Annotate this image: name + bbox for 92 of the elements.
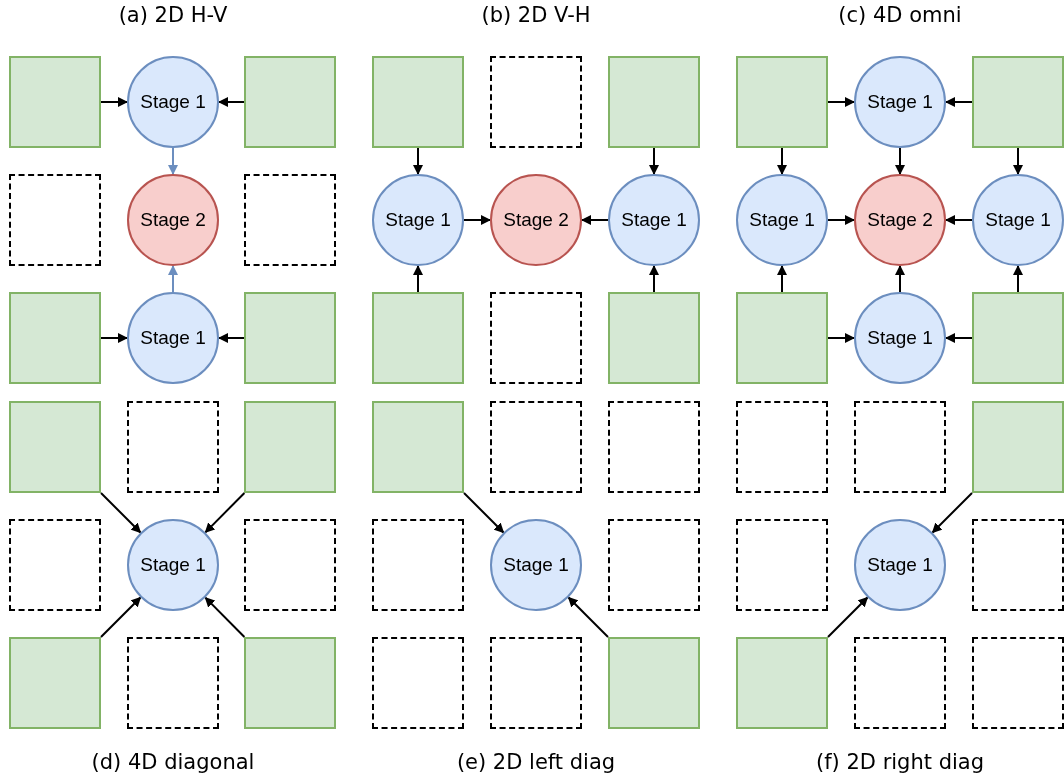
dashed-square xyxy=(127,637,219,729)
arrow xyxy=(945,333,973,343)
arrow xyxy=(168,265,178,293)
filled-square xyxy=(972,56,1064,148)
panel-caption: (a) 2D H-V xyxy=(118,3,228,27)
filled-square xyxy=(9,401,101,493)
stage-circle: Stage 1 xyxy=(854,519,946,611)
dashed-square xyxy=(854,401,946,493)
panel-caption: (e) 2D left diag xyxy=(456,750,616,774)
arrow xyxy=(1013,265,1023,293)
filled-square xyxy=(244,401,336,493)
arrow xyxy=(413,265,423,293)
filled-square xyxy=(736,292,828,384)
dashed-square xyxy=(244,519,336,611)
arrow xyxy=(945,97,973,107)
stage-circle: Stage 1 xyxy=(127,56,219,148)
filled-square xyxy=(9,292,101,384)
dashed-square xyxy=(972,637,1064,729)
stage-circle: Stage 2 xyxy=(854,174,946,266)
filled-square xyxy=(244,637,336,729)
filled-square xyxy=(372,401,464,493)
dashed-square xyxy=(490,401,582,493)
filled-square xyxy=(244,56,336,148)
filled-square xyxy=(9,56,101,148)
stage-circle: Stage 1 xyxy=(736,174,828,266)
dashed-square xyxy=(490,56,582,148)
arrow xyxy=(218,333,245,343)
arrow xyxy=(777,147,787,175)
filled-square xyxy=(736,637,828,729)
stage-circle: Stage 2 xyxy=(127,174,219,266)
arrow xyxy=(827,215,855,225)
filled-square xyxy=(244,292,336,384)
arrow xyxy=(218,97,245,107)
arrow xyxy=(204,596,246,638)
arrow xyxy=(1013,147,1023,175)
stage-circle: Stage 1 xyxy=(127,519,219,611)
dashed-square xyxy=(244,174,336,266)
stage-circle: Stage 1 xyxy=(490,519,582,611)
arrow xyxy=(581,215,609,225)
filled-square xyxy=(372,292,464,384)
stage-circle: Stage 2 xyxy=(490,174,582,266)
arrow xyxy=(567,596,609,638)
stage-circle: Stage 1 xyxy=(608,174,700,266)
arrow xyxy=(168,147,178,175)
arrow xyxy=(100,596,142,638)
arrow xyxy=(100,492,142,534)
panel-caption: (d) 4D diagonal xyxy=(91,750,255,774)
filled-square xyxy=(608,56,700,148)
arrow xyxy=(895,147,905,175)
dashed-square xyxy=(490,637,582,729)
stage-circle: Stage 1 xyxy=(372,174,464,266)
filled-square xyxy=(9,637,101,729)
arrow xyxy=(649,147,659,175)
stage-circle: Stage 1 xyxy=(854,56,946,148)
stage-circle: Stage 1 xyxy=(127,292,219,384)
filled-square xyxy=(736,56,828,148)
panel-caption: (c) 4D omni xyxy=(838,3,962,27)
dashed-square xyxy=(9,519,101,611)
dashed-square xyxy=(372,519,464,611)
arrow xyxy=(413,147,423,175)
dashed-square xyxy=(736,401,828,493)
arrow xyxy=(100,97,128,107)
arrow xyxy=(827,97,855,107)
arrow xyxy=(100,333,128,343)
stage-circle: Stage 1 xyxy=(854,292,946,384)
filled-square xyxy=(608,637,700,729)
arrow xyxy=(463,215,491,225)
arrow xyxy=(827,333,855,343)
stage-circle: Stage 1 xyxy=(972,174,1064,266)
arrow xyxy=(945,215,973,225)
dashed-square xyxy=(736,519,828,611)
dashed-square xyxy=(972,519,1064,611)
panel-caption: (b) 2D V-H xyxy=(481,3,591,27)
arrow xyxy=(895,265,905,293)
arrow xyxy=(931,492,973,534)
dashed-square xyxy=(372,637,464,729)
filled-square xyxy=(972,292,1064,384)
dashed-square xyxy=(608,401,700,493)
arrow xyxy=(463,492,505,534)
dashed-square xyxy=(127,401,219,493)
arrow xyxy=(649,265,659,293)
filled-square xyxy=(372,56,464,148)
arrow xyxy=(204,492,246,534)
arrow xyxy=(827,596,869,638)
dashed-square xyxy=(608,519,700,611)
arrow xyxy=(777,265,787,293)
dashed-square xyxy=(9,174,101,266)
dashed-square xyxy=(854,637,946,729)
panel-caption: (f) 2D right diag xyxy=(816,750,984,774)
filled-square xyxy=(972,401,1064,493)
dashed-square xyxy=(490,292,582,384)
filled-square xyxy=(608,292,700,384)
